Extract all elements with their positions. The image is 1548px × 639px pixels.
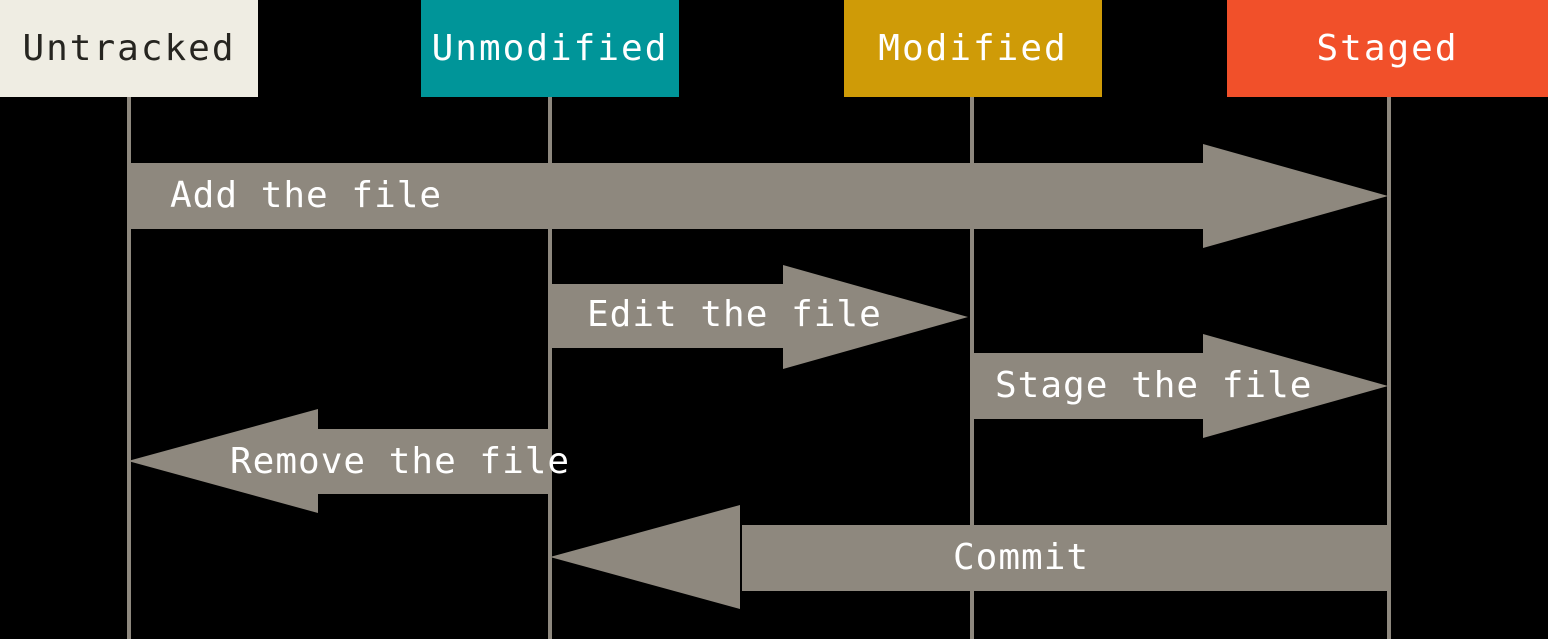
arrow-remove-the-file-body [315,429,550,494]
lifeline-staged [1387,97,1391,639]
state-box-untracked: Untracked [0,0,258,97]
arrow-commit-body [742,525,1389,591]
state-label-staged: Staged [1316,28,1459,69]
arrowhead-right-icon [1203,144,1388,248]
arrow-add-the-file-body [129,163,1203,229]
arrowhead-left-icon [550,505,740,609]
arrow-remove-the-file-label: Remove the file [230,441,571,482]
state-label-modified: Modified [878,28,1068,69]
arrow-edit-the-file-label: Edit the file [587,294,882,335]
arrow-add-the-file-label: Add the file [170,175,443,216]
lifeline-untracked [127,97,131,639]
state-label-unmodified: Unmodified [431,28,669,69]
state-box-staged: Staged [1227,0,1548,97]
state-box-unmodified: Unmodified [421,0,679,97]
arrow-edit-the-file-body [550,284,783,348]
state-box-modified: Modified [844,0,1102,97]
arrowhead-right-icon [1203,334,1388,438]
state-label-untracked: Untracked [22,28,236,69]
arrow-stage-the-file-body [972,353,1203,419]
arrowhead-left-icon [128,409,318,513]
arrow-commit-label: Commit [953,537,1090,578]
arrowhead-right-icon [783,265,968,369]
arrow-stage-the-file-label: Stage the file [995,365,1313,406]
lifeline-unmodified [548,97,552,639]
